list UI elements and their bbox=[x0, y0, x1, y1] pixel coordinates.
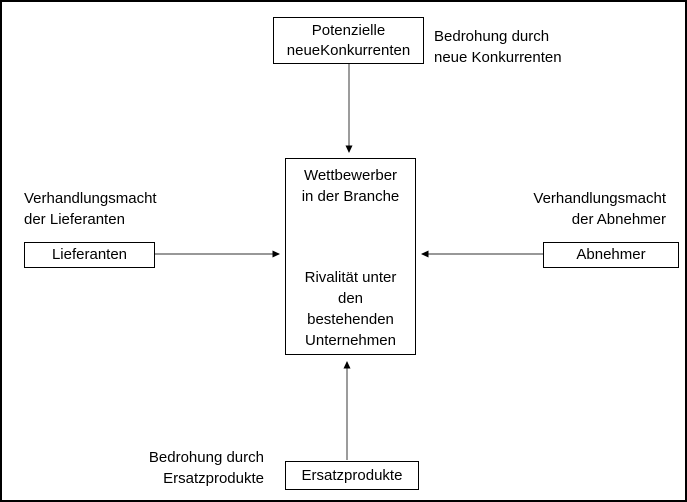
box-suppliers-label: Lieferanten bbox=[51, 246, 128, 263]
label-threat-new-entrants-line2: neue Konkurrenten bbox=[434, 49, 562, 66]
label-supplier-power-line1: Verhandlungsmacht bbox=[24, 190, 157, 207]
box-substitutes: Ersatzprodukte bbox=[285, 461, 419, 490]
box-industry-competitors: Wettbewerber in der Branche Rivalität un… bbox=[285, 158, 416, 355]
box-center-bottom-line2: den bbox=[337, 290, 364, 307]
box-new-entrants-line1: Potenzielle bbox=[311, 21, 386, 39]
box-buyers-label: Abnehmer bbox=[576, 246, 646, 263]
label-supplier-power: Verhandlungsmacht der Lieferanten bbox=[24, 188, 157, 230]
label-buyer-power-line2: der Abnehmer bbox=[571, 211, 666, 228]
label-buyer-power: Verhandlungsmacht der Abnehmer bbox=[533, 188, 666, 230]
box-center-bottom-line4: Unternehmen bbox=[305, 332, 396, 349]
box-center-top-text: Wettbewerber in der Branche bbox=[302, 165, 400, 207]
label-threat-new-entrants: Bedrohung durch neue Konkurrenten bbox=[434, 26, 562, 68]
box-new-entrants-line2: neueKonkurrenten bbox=[286, 41, 411, 59]
label-buyer-power-line1: Verhandlungsmacht bbox=[533, 190, 666, 207]
label-threat-substitutes-line2: Ersatzprodukte bbox=[163, 470, 264, 487]
label-supplier-power-line2: der Lieferanten bbox=[24, 211, 125, 228]
box-suppliers: Lieferanten bbox=[24, 242, 155, 268]
box-center-bottom-line3: bestehenden bbox=[307, 311, 394, 328]
box-center-top-line1: Wettbewerber bbox=[303, 167, 398, 184]
box-center-bottom-text: Rivalität unter den bestehenden Unterneh… bbox=[305, 267, 397, 351]
box-substitutes-label: Ersatzprodukte bbox=[301, 466, 403, 484]
label-threat-substitutes-line1: Bedrohung durch bbox=[148, 449, 264, 466]
box-buyers: Abnehmer bbox=[543, 242, 679, 268]
box-center-bottom-line1: Rivalität unter bbox=[304, 269, 397, 286]
box-center-top-line2: in der Branche bbox=[301, 188, 400, 205]
box-new-entrants: Potenzielle neueKonkurrenten bbox=[273, 17, 424, 64]
label-threat-new-entrants-line1: Bedrohung durch bbox=[434, 28, 550, 45]
label-threat-substitutes: Bedrohung durch Ersatzprodukte bbox=[149, 447, 264, 489]
